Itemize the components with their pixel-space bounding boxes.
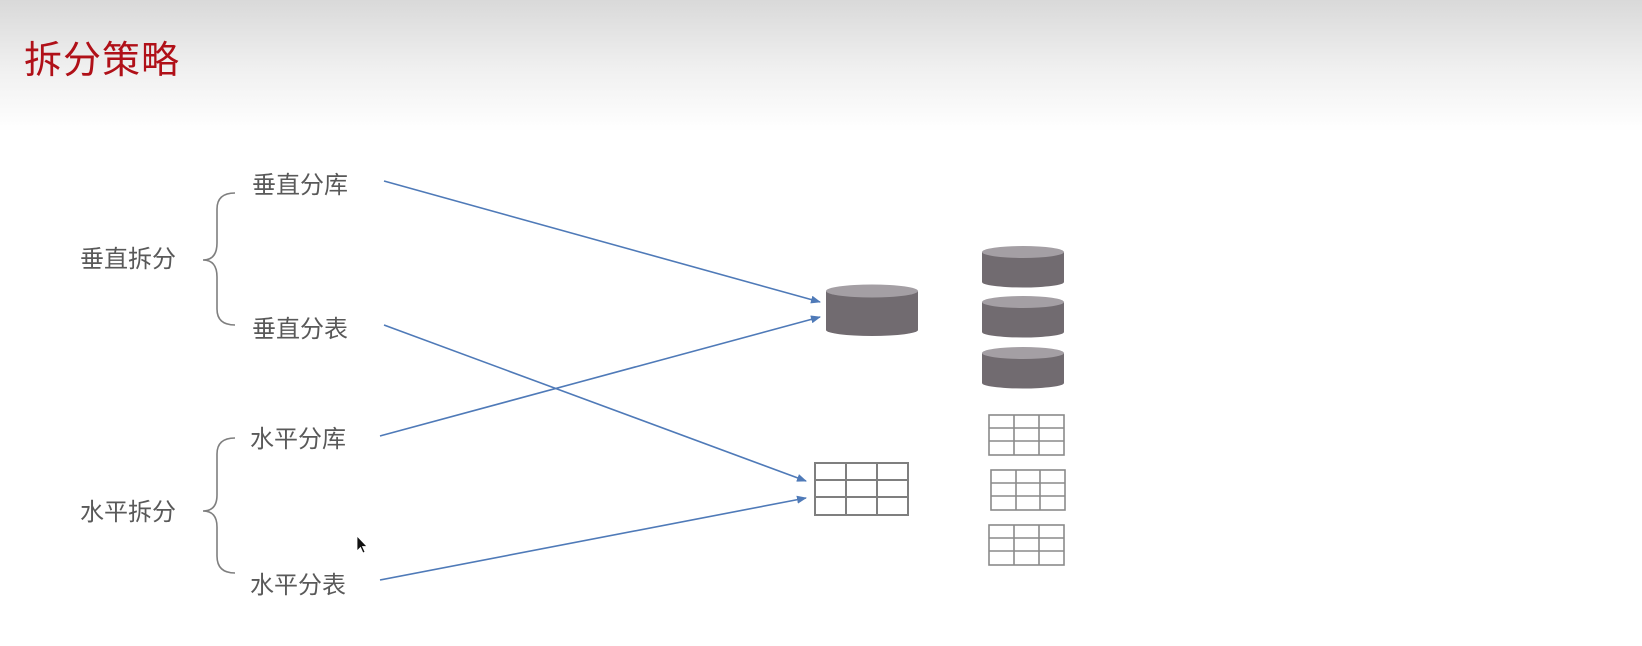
arrow-horizontal-table-to-table [379,495,807,581]
slide-title: 拆分策略 [24,38,181,82]
arrow-vertical-table-to-table [383,324,807,482]
item-label-vertical-db: 垂直分库 [252,171,348,199]
item-label-vertical-table: 垂直分表 [252,315,348,343]
database-icon [826,284,918,336]
group-label-horizontal: 水平拆分 [80,498,176,526]
table-grid-icon [990,469,1066,511]
mouse-cursor-icon [356,535,368,554]
table-grid-icon [988,414,1065,456]
brace-horizontal [202,437,236,574]
table-grid-icon [988,524,1065,566]
database-icon [982,347,1064,389]
arrow-vertical-db-to-database [383,180,821,304]
database-icon [982,296,1064,338]
item-label-horizontal-table: 水平分表 [250,571,346,599]
title-band [0,0,1642,132]
brace-vertical [202,192,236,326]
arrow-horizontal-db-to-database [379,315,821,437]
item-label-horizontal-db: 水平分库 [250,425,346,453]
table-grid-icon [814,462,909,516]
group-label-vertical: 垂直拆分 [80,245,176,273]
database-icon [982,246,1064,288]
